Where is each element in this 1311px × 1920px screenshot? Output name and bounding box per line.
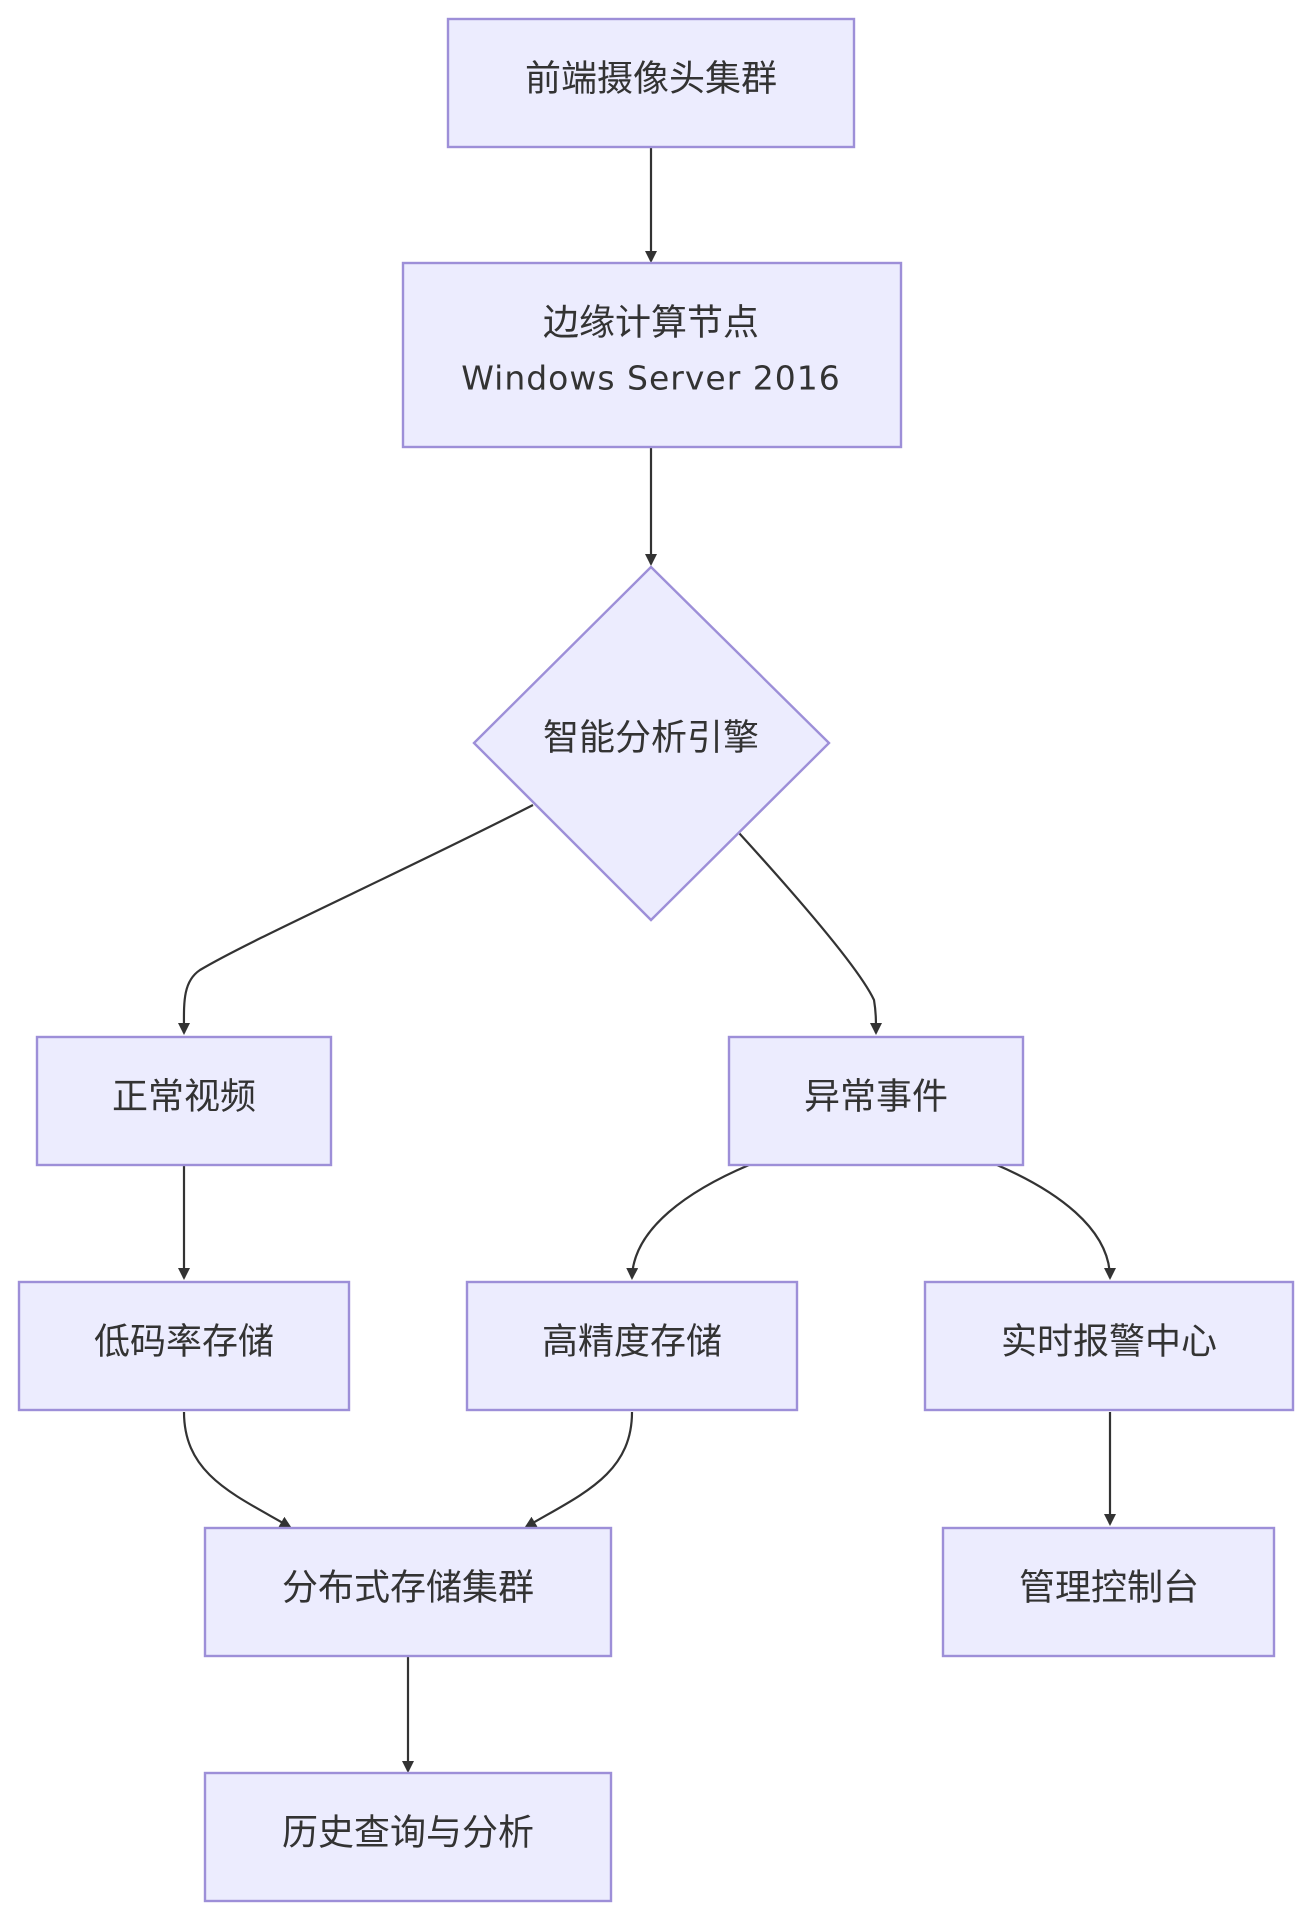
node-history-query-label: 历史查询与分析 bbox=[282, 1813, 534, 1854]
node-management-console-label: 管理控制台 bbox=[1019, 1568, 1199, 1609]
node-low-bitrate-storage[interactable]: 低码率存储 bbox=[17, 1280, 351, 1412]
node-camera-cluster[interactable]: 前端摄像头集群 bbox=[446, 17, 856, 149]
edge-engine-to-normal-video bbox=[177, 804, 534, 1035]
node-edge-computing-label: 边缘计算节点 bbox=[543, 303, 759, 344]
edge-engine-to-abnormal-event bbox=[738, 832, 882, 1035]
node-high-precision-storage-label: 高精度存储 bbox=[542, 1322, 722, 1363]
node-realtime-alarm-label: 实时报警中心 bbox=[1001, 1322, 1217, 1363]
node-low-bitrate-storage-label: 低码率存储 bbox=[94, 1322, 274, 1363]
edge-high-precision-to-distributed bbox=[524, 1411, 634, 1529]
node-distributed-storage-label: 分布式存储集群 bbox=[282, 1568, 534, 1609]
node-distributed-storage[interactable]: 分布式存储集群 bbox=[203, 1526, 613, 1658]
node-analysis-engine[interactable]: 智能分析引擎 bbox=[472, 565, 831, 922]
node-realtime-alarm[interactable]: 实时报警中心 bbox=[923, 1280, 1295, 1412]
node-abnormal-event-label: 异常事件 bbox=[804, 1077, 948, 1118]
node-normal-video-label: 正常视频 bbox=[112, 1077, 256, 1118]
node-camera-cluster-label: 前端摄像头集群 bbox=[525, 59, 777, 100]
edge-abnormal-to-alarm bbox=[996, 1163, 1116, 1280]
node-management-console[interactable]: 管理控制台 bbox=[941, 1526, 1276, 1658]
node-history-query[interactable]: 历史查询与分析 bbox=[203, 1771, 613, 1903]
node-abnormal-event[interactable]: 异常事件 bbox=[727, 1035, 1025, 1167]
edges bbox=[177, 147, 1116, 1773]
node-normal-video[interactable]: 正常视频 bbox=[35, 1035, 333, 1167]
node-edge-computing-os: Windows Server 2016 bbox=[461, 359, 841, 398]
edge-abnormal-to-high-precision bbox=[626, 1163, 750, 1280]
node-high-precision-storage[interactable]: 高精度存储 bbox=[465, 1280, 799, 1412]
node-analysis-engine-label: 智能分析引擎 bbox=[543, 718, 759, 759]
edge-low-bitrate-to-distributed bbox=[182, 1411, 292, 1529]
node-edge-computing[interactable]: 边缘计算节点 Windows Server 2016 bbox=[401, 261, 903, 449]
